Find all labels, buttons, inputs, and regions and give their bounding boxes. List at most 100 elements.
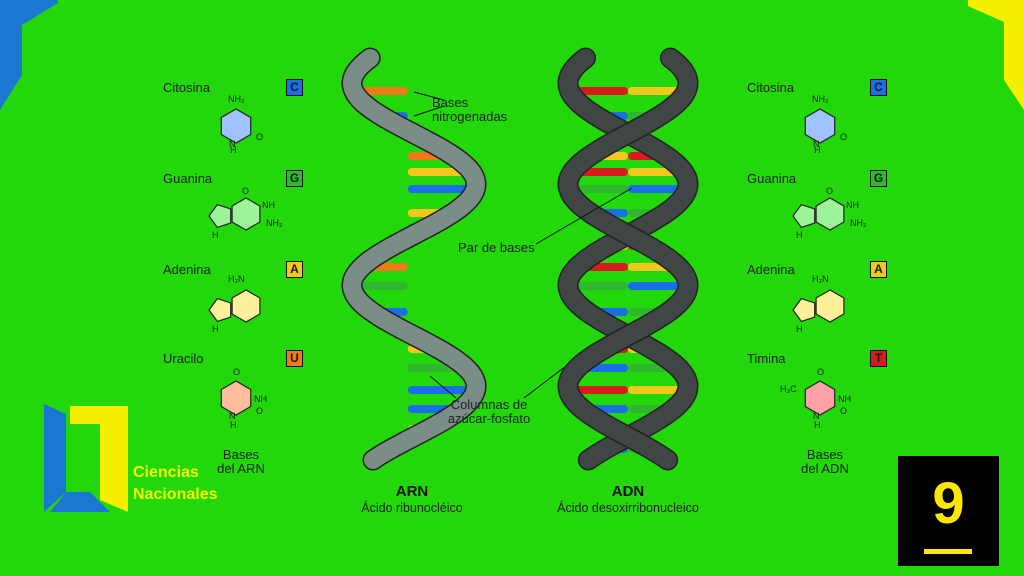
corner-yellow-top-right <box>968 0 1024 110</box>
base-rung <box>569 87 628 95</box>
rna-base-name: Citosina <box>163 80 210 95</box>
episode-number-underline <box>924 549 972 554</box>
rna-helix <box>341 47 487 471</box>
dna-base-letter-badge: T <box>870 350 887 367</box>
rna-subtitle: Ácido ribunocléico <box>361 501 463 515</box>
dna-base-name: Adenina <box>747 262 795 277</box>
atom-label: O <box>826 186 833 196</box>
dna-base-letter-badge: C <box>870 79 887 96</box>
atom-label: O <box>256 406 263 416</box>
base-rung <box>407 386 476 394</box>
pointer-sugar-dna <box>523 365 567 399</box>
atom-label: O <box>840 132 847 142</box>
atom-label: H <box>796 230 803 240</box>
atom-label: NH <box>254 394 267 404</box>
rna-base-name: Uracilo <box>163 351 204 366</box>
brand-logo-icon <box>44 404 128 512</box>
molecule-structures: NH₂OHNONHNH₂HH₂NHONHONHNH₂OHNONHNH₂HH₂NH… <box>208 94 867 430</box>
dna-title: ADN <box>611 483 645 500</box>
base-rung <box>407 185 476 193</box>
guanine-ring-5 <box>792 203 816 229</box>
atom-label: NH₂ <box>850 218 867 228</box>
sugar-phosphate-strand <box>342 49 486 469</box>
atom-label: H <box>230 145 237 155</box>
dna-helix <box>557 47 699 471</box>
atom-label: O <box>840 406 847 416</box>
atom-label: H <box>796 324 803 334</box>
episode-number: 9 <box>932 471 965 536</box>
atom-label: O <box>817 367 824 377</box>
pointer-base-pair <box>535 187 633 245</box>
base-rung <box>568 282 628 290</box>
rna-base-name: Adenina <box>163 262 211 277</box>
cytosine-molecule <box>220 108 252 144</box>
adenine-ring-6 <box>815 289 845 323</box>
guanine-ring-5 <box>208 203 232 229</box>
atom-label: H₂N <box>228 274 245 284</box>
pointer-nitrogen-2 <box>413 105 445 117</box>
episode-number-box: 9 <box>898 456 999 566</box>
pointer-sugar-rna <box>429 375 457 399</box>
atom-label: H₃C <box>780 384 797 394</box>
rna-base-letter-badge: A <box>286 261 303 278</box>
base-rung <box>628 185 688 193</box>
atom-label: NH <box>846 200 859 210</box>
annotation-nitrogen-bases: Bases nitrogenadas <box>432 95 508 124</box>
base-rung <box>568 386 628 394</box>
atom-label: H₂N <box>812 274 829 284</box>
dna-base-name: Citosina <box>747 80 794 95</box>
atom-label: N <box>229 411 236 421</box>
atom-label: O <box>242 186 249 196</box>
base-rung <box>568 185 628 193</box>
guanine-ring-6 <box>815 197 845 231</box>
sugar-phosphate-strand <box>558 49 698 469</box>
atom-label: NH <box>838 394 851 404</box>
atom-label: NH₂ <box>228 94 245 104</box>
guanine-ring-6 <box>231 197 261 231</box>
rna-base-letter-badge: U <box>286 350 303 367</box>
dna-bases-footer: Bases del ADN <box>801 447 849 476</box>
brand-name: Ciencias Nacionales <box>133 464 218 503</box>
atom-label: H <box>814 145 821 155</box>
uracil-molecule <box>220 380 252 416</box>
base-rung <box>628 386 688 394</box>
atom-label: N <box>813 139 820 149</box>
annotation-sugar-phosphate: Columnas de azúcar-fosfato <box>447 397 531 426</box>
dna-subtitle: Ácido desoxirribonucleico <box>557 501 699 515</box>
rna-base-letter-badge: G <box>286 170 303 187</box>
dna-base-name: Timina <box>747 351 786 366</box>
base-rung <box>628 87 687 95</box>
base-rung <box>352 282 408 290</box>
atom-label: N <box>229 139 236 149</box>
annotation-base-pair: Par de bases <box>458 240 535 255</box>
base-rung <box>628 282 688 290</box>
rna-base-name: Guanina <box>163 171 213 186</box>
dna-base-letter-badge: A <box>870 261 887 278</box>
annotation-pointers <box>413 91 633 399</box>
adenine-ring-5 <box>208 297 232 323</box>
atom-label: O <box>233 367 240 377</box>
atom-label: H <box>814 420 821 430</box>
dna-base-name: Guanina <box>747 171 797 186</box>
pointer-nitrogen-1 <box>413 91 445 101</box>
atom-label: N <box>813 411 820 421</box>
sugar-phosphate-strand <box>558 49 698 469</box>
rna-title: ARN <box>395 483 429 500</box>
thymine-molecule <box>804 380 836 416</box>
atom-label: H <box>230 420 237 430</box>
atom-label: NH <box>262 200 275 210</box>
atom-label: H <box>212 230 219 240</box>
rna-base-letter-badge: C <box>286 79 303 96</box>
corner-blue-top-left <box>0 0 58 110</box>
cytosine-molecule <box>804 108 836 144</box>
dna-base-letter-badge: G <box>870 170 887 187</box>
adenine-ring-6 <box>231 289 261 323</box>
atom-label: O <box>256 132 263 142</box>
atom-label: NH₂ <box>812 94 829 104</box>
adenine-ring-5 <box>792 297 816 323</box>
atom-label: NH₂ <box>266 218 283 228</box>
rna-bases-footer: Bases del ARN <box>217 447 265 476</box>
atom-label: H <box>212 324 219 334</box>
